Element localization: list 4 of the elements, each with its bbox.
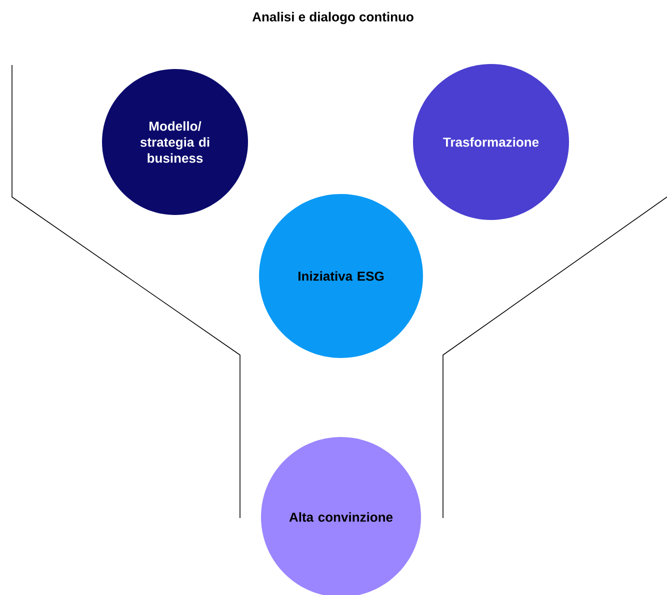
title: Analisi e dialogo continuo — [252, 12, 414, 24]
circle-node: Modello/ strategia di business — [102, 69, 248, 215]
circle-node: Trasformazione — [413, 64, 569, 220]
circle-node: Iniziativa ESG — [259, 194, 423, 358]
